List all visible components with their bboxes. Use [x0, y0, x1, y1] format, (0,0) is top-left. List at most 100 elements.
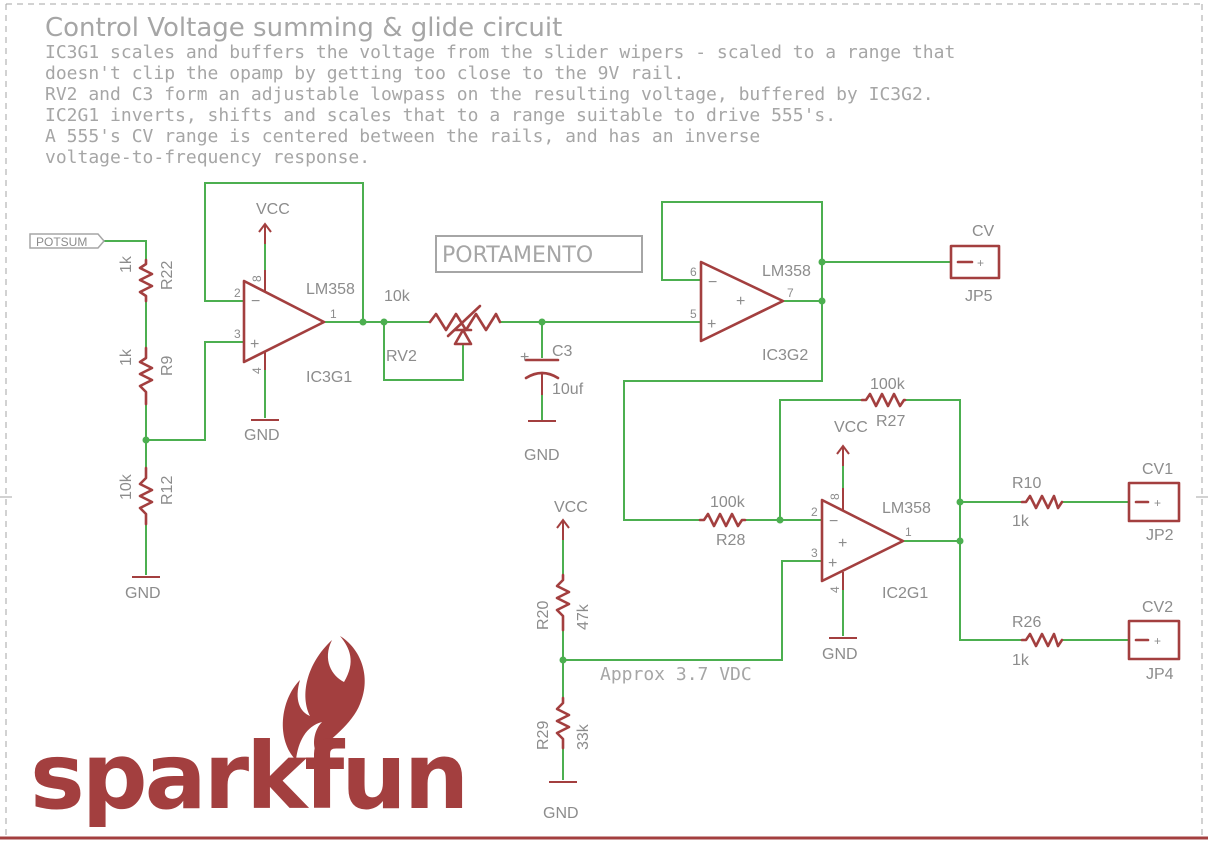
- note-line: doesn't clip the opamp by getting too cl…: [45, 63, 684, 84]
- gnd-symbol: GND: [543, 781, 579, 822]
- jp4-name: JP4: [1146, 666, 1174, 683]
- resistor-r22: 1k R22: [118, 255, 176, 303]
- resistor-r10: R10 1k: [1012, 475, 1064, 530]
- gnd-symbol: GND: [125, 576, 161, 602]
- jp4-plus: +: [1154, 634, 1161, 648]
- flame-icon: [282, 636, 365, 760]
- ic3g1-pin-vminus: 4: [250, 367, 264, 374]
- approx-voltage-label: Approx 3.7 VDC: [600, 664, 752, 685]
- gnd-symbol: GND: [524, 420, 560, 464]
- resistor-r26: R26 1k: [1012, 614, 1064, 669]
- ic3g2-plus-mid: +: [736, 293, 745, 310]
- jp4-label: CV2: [1142, 599, 1173, 616]
- ic3g1-pin-vplus: 8: [250, 275, 264, 282]
- vcc-symbol: VCC: [834, 419, 868, 466]
- c3-plus: +: [520, 349, 529, 366]
- r9-value: 1k: [118, 348, 135, 366]
- vcc-symbol: VCC: [256, 201, 290, 244]
- opamp-ic3g2: − + + 6 5 7 LM358 IC3G2: [690, 260, 811, 364]
- notes-block: IC3G1 scales and buffers the voltage fro…: [45, 42, 955, 168]
- jack-jp5: + CV JP5: [949, 223, 1001, 305]
- potsum-label: POTSUM: [36, 235, 87, 249]
- sparkfun-wordmark: sparkfun: [30, 723, 466, 830]
- gnd-symbol: GND: [244, 419, 280, 444]
- vcc-symbol: VCC: [554, 499, 588, 540]
- portamento-label: PORTAMENTO: [442, 243, 593, 268]
- potsum-port: POTSUM: [29, 233, 105, 249]
- ic2g1-plus-mid: +: [838, 535, 847, 552]
- wires: [104, 182, 1128, 780]
- sheet-frame: [0, 3, 1208, 840]
- opamp-ic2g1: − + + 2 3 1 8 4 LM358 IC2G1: [811, 488, 931, 602]
- rv2-value: 10k: [384, 288, 411, 305]
- r20-name: R20: [535, 601, 552, 630]
- r27-value: 100k: [870, 376, 906, 393]
- r29-name: R29: [535, 721, 552, 750]
- c3-value: 10uf: [552, 381, 584, 398]
- r20-value: 47k: [575, 603, 592, 630]
- r10-value: 1k: [1012, 513, 1030, 530]
- resistor-r20: R20 47k: [535, 573, 592, 632]
- jack-jp2: + CV1 JP2: [1127, 461, 1181, 544]
- r10-name: R10: [1012, 475, 1041, 492]
- ic3g2-pin-out: 7: [787, 286, 794, 300]
- rv2-name: RV2: [386, 348, 417, 365]
- r12-value: 10k: [118, 473, 135, 500]
- ic2g1-plus: +: [828, 555, 837, 572]
- ic3g2-minus: −: [708, 274, 717, 291]
- jp2-plus: +: [1154, 496, 1161, 510]
- jack-jp4: + CV2 JP4: [1127, 599, 1181, 683]
- ic3g1-pin-noninv: 3: [234, 327, 241, 341]
- r22-value: 1k: [118, 255, 135, 273]
- note-line: IC3G1 scales and buffers the voltage fro…: [45, 42, 955, 63]
- ic3g1-pin-out: 1: [330, 307, 337, 321]
- ic3g1-minus: −: [251, 293, 260, 310]
- resistor-r29: R29 33k: [535, 696, 592, 750]
- vcc-label: VCC: [834, 419, 868, 436]
- sparkfun-logo: sparkfun: [30, 636, 469, 830]
- r12-name: R12: [159, 476, 176, 505]
- gnd-label: GND: [543, 805, 579, 822]
- ic2g1-pin-out: 1: [905, 525, 912, 539]
- jp5-name: JP5: [965, 288, 993, 305]
- r28-value: 100k: [710, 494, 746, 511]
- resistor-r9: 1k R9: [118, 346, 176, 406]
- potentiometer-rv2: 10k RV2: [384, 288, 502, 365]
- jp2-name: JP2: [1146, 527, 1174, 544]
- resistor-r28: 100k R28: [698, 494, 747, 549]
- note-line: IC2G1 inverts, shifts and scales that to…: [45, 105, 836, 126]
- vcc-label: VCC: [256, 201, 290, 218]
- resistor-r12: 10k R12: [118, 466, 176, 526]
- r9-name: R9: [159, 355, 176, 376]
- ic2g1-pin-vplus: 8: [828, 493, 842, 500]
- gnd-label: GND: [822, 646, 858, 663]
- ic2g1-pin-vminus: 4: [828, 586, 842, 593]
- r22-name: R22: [159, 261, 176, 290]
- ic3g2-plus: +: [707, 316, 716, 333]
- sheet-title: Control Voltage summing & glide circuit: [45, 13, 562, 43]
- ic3g1-plus: +: [250, 336, 259, 353]
- note-line: voltage-to-frequency response.: [45, 147, 370, 168]
- ic3g2-part: LM358: [762, 263, 811, 280]
- r26-name: R26: [1012, 614, 1041, 631]
- ic3g1-name: IC3G1: [306, 369, 352, 386]
- resistor-r27: 100k R27: [860, 376, 907, 430]
- ic2g1-minus: −: [829, 513, 838, 530]
- gnd-label: GND: [524, 447, 560, 464]
- note-line: RV2 and C3 form an adjustable lowpass on…: [45, 84, 934, 105]
- r29-value: 33k: [575, 723, 592, 750]
- ic2g1-pin-noninv: 3: [811, 546, 818, 560]
- ic3g2-name: IC3G2: [762, 347, 808, 364]
- jp2-label: CV1: [1142, 461, 1173, 478]
- ic2g1-pin-inv: 2: [811, 505, 818, 519]
- junctions: [142, 258, 964, 664]
- ic2g1-part: LM358: [882, 500, 931, 517]
- ic3g2-pin-noninv: 5: [690, 307, 697, 321]
- opamp-ic3g1: − + 2 3 1 8 4 LM358 IC3G1: [234, 270, 355, 386]
- r27-name: R27: [876, 413, 905, 430]
- r26-value: 1k: [1012, 652, 1030, 669]
- r28-name: R28: [716, 532, 745, 549]
- jp5-label: CV: [972, 223, 995, 240]
- ic3g1-pin-inv: 2: [234, 286, 241, 300]
